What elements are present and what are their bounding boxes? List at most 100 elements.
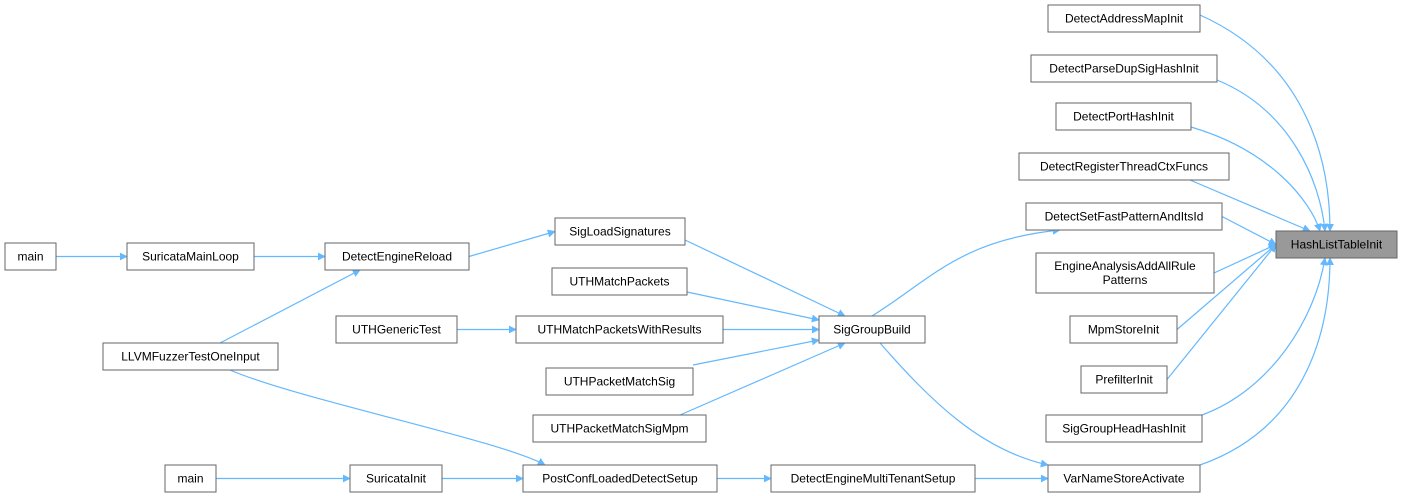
graph-node-main[interactable]: main	[164, 464, 217, 493]
node-label: VarNameStoreActivate	[1063, 472, 1184, 486]
graph-node-detectregisterthreadctxfuncs[interactable]: DetectRegisterThreadCtxFuncs	[1018, 152, 1230, 181]
graph-node-siggroupheadhashinit[interactable]: SigGroupHeadHashInit	[1045, 414, 1203, 443]
graph-node-detectenginereload[interactable]: DetectEngineReload	[324, 242, 470, 271]
node-label: main	[177, 472, 203, 486]
edge-line	[871, 226, 1061, 317]
graph-edge	[1199, 257, 1334, 466]
node-label: Patterns	[1103, 273, 1148, 287]
edge-line	[1199, 14, 1334, 232]
graph-node-main[interactable]: main	[4, 242, 57, 271]
node-box	[1035, 252, 1215, 294]
graph-node-uthgenerictest[interactable]: UTHGenericTest	[335, 315, 458, 344]
graph-edge	[1166, 243, 1277, 380]
edge-line	[1213, 243, 1277, 274]
graph-edge	[219, 269, 361, 344]
node-label: DetectParseDupSigHashInit	[1049, 62, 1199, 76]
node-box	[532, 414, 707, 443]
graph-node-uthmatchpacketswithresults[interactable]: UTHMatchPacketsWithResults	[515, 315, 724, 344]
node-label: UTHPacketMatchSigMpm	[550, 422, 688, 436]
node-box	[515, 315, 724, 344]
node-box	[1055, 102, 1192, 131]
node-label: EngineAnalysisAddAllRule	[1054, 259, 1196, 273]
graph-node-suricatamainloop[interactable]: SuricataMainLoop	[126, 242, 255, 271]
node-box	[324, 242, 470, 271]
graph-edge	[1199, 14, 1334, 232]
node-box	[164, 464, 217, 493]
edge-line	[1201, 257, 1328, 416]
node-box	[1069, 315, 1178, 344]
node-box	[1025, 202, 1223, 231]
node-label: DetectAddressMapInit	[1065, 12, 1184, 26]
edge-line	[684, 239, 846, 317]
edge-line	[1189, 179, 1311, 232]
graph-edge	[229, 369, 546, 466]
node-label: SigGroupHeadHashInit	[1062, 422, 1186, 436]
graph-node-suricatainit[interactable]: SuricataInit	[349, 464, 443, 493]
graph-edge	[1201, 257, 1328, 416]
graph-node-uthpacketmatchsig[interactable]: UTHPacketMatchSig	[545, 367, 694, 396]
node-box	[1275, 230, 1398, 259]
graph-node-detectsetfastpatternanditsid[interactable]: DetectSetFastPatternAndItsId	[1025, 202, 1223, 231]
edge-layer	[56, 14, 1334, 483]
node-box	[551, 267, 688, 296]
graph-edge	[1176, 243, 1277, 330]
node-box	[1030, 54, 1218, 83]
edge-line	[1176, 243, 1277, 330]
node-label: PrefilterInit	[1095, 373, 1153, 387]
node-box	[818, 315, 926, 344]
graph-node-prefilterinit[interactable]: PrefilterInit	[1080, 365, 1168, 394]
node-label: main	[17, 250, 43, 264]
graph-edge	[686, 291, 820, 323]
node-box	[1047, 4, 1201, 33]
node-label: SigGroupBuild	[833, 323, 910, 337]
edge-line	[1221, 215, 1277, 246]
node-layer: HashListTableInit DetectAddressMapInitDet…	[4, 4, 1398, 493]
graph-edge	[1189, 179, 1311, 232]
node-label: SuricataInit	[366, 472, 427, 486]
node-label: MpmStoreInit	[1088, 323, 1160, 337]
graph-node-mpmstoreinit[interactable]: MpmStoreInit	[1069, 315, 1178, 344]
graph-node-detectenginemultitenantsetup[interactable]: DetectEngineMultiTenantSetup	[770, 464, 976, 493]
node-box	[335, 315, 458, 344]
edge-line	[468, 229, 556, 258]
node-box	[554, 217, 686, 246]
node-label: SigLoadSignatures	[569, 225, 670, 239]
edge-line	[686, 291, 820, 323]
graph-node-siggroupbuild[interactable]: SigGroupBuild	[818, 315, 926, 344]
node-label: LLVMFuzzerTestOneInput	[121, 350, 260, 364]
edge-line	[1190, 126, 1322, 232]
graph-node-detectporthashinit[interactable]: DetectPortHashInit	[1055, 102, 1192, 131]
graph-node-uthmatchpackets[interactable]: UTHMatchPackets	[551, 267, 688, 296]
graph-node-uthpacketmatchsigmpm[interactable]: UTHPacketMatchSigMpm	[532, 414, 707, 443]
graph-edge	[692, 337, 820, 366]
edge-line	[679, 342, 846, 416]
edge-line	[1199, 257, 1334, 466]
graph-edge	[1213, 243, 1277, 274]
graph-node-detectparsedupsighashinit[interactable]: DetectParseDupSigHashInit	[1030, 54, 1218, 83]
edge-line	[219, 269, 361, 344]
node-label: PostConfLoadedDetectSetup	[542, 472, 698, 486]
edge-line	[692, 337, 820, 366]
node-box	[1047, 464, 1201, 493]
graph-edge	[468, 229, 556, 258]
node-label: UTHPacketMatchSig	[564, 375, 675, 389]
node-box	[126, 242, 255, 271]
node-box	[4, 242, 57, 271]
graph-node-sigloadsignatures[interactable]: SigLoadSignatures	[554, 217, 686, 246]
graph-node-detectaddressmapinit[interactable]: DetectAddressMapInit	[1047, 4, 1201, 33]
graph-node-postconfloadeddetectsetup[interactable]: PostConfLoadedDetectSetup	[522, 464, 718, 493]
edge-line	[1216, 79, 1329, 232]
graph-node-hashlisttableinit[interactable]: HashListTableInit	[1275, 230, 1398, 259]
graph-node-llvmfuzzertestoneinput[interactable]: LLVMFuzzerTestOneInput	[102, 342, 279, 371]
node-label: UTHMatchPacketsWithResults	[537, 323, 701, 337]
edge-line	[229, 369, 546, 466]
node-label: DetectSetFastPatternAndItsId	[1045, 210, 1204, 224]
node-label: UTHGenericTest	[352, 323, 441, 337]
node-label: DetectRegisterThreadCtxFuncs	[1040, 160, 1208, 174]
graph-node-varnamestoreactivate[interactable]: VarNameStoreActivate	[1047, 464, 1201, 493]
edge-line	[879, 342, 1049, 468]
node-box	[545, 367, 694, 396]
node-box	[522, 464, 718, 493]
